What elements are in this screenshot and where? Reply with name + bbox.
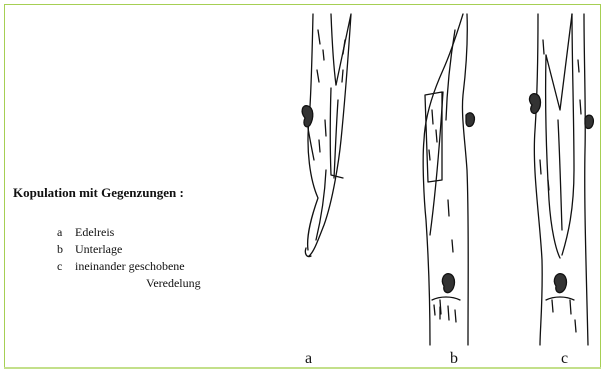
- combined-graft-drawing: [529, 14, 593, 345]
- rootstock-drawing: [423, 14, 474, 345]
- panel-label-a: a: [305, 350, 312, 368]
- panel-label-b: b: [450, 350, 458, 368]
- panel-label-c: c: [561, 350, 568, 368]
- scion-drawing: [302, 14, 351, 257]
